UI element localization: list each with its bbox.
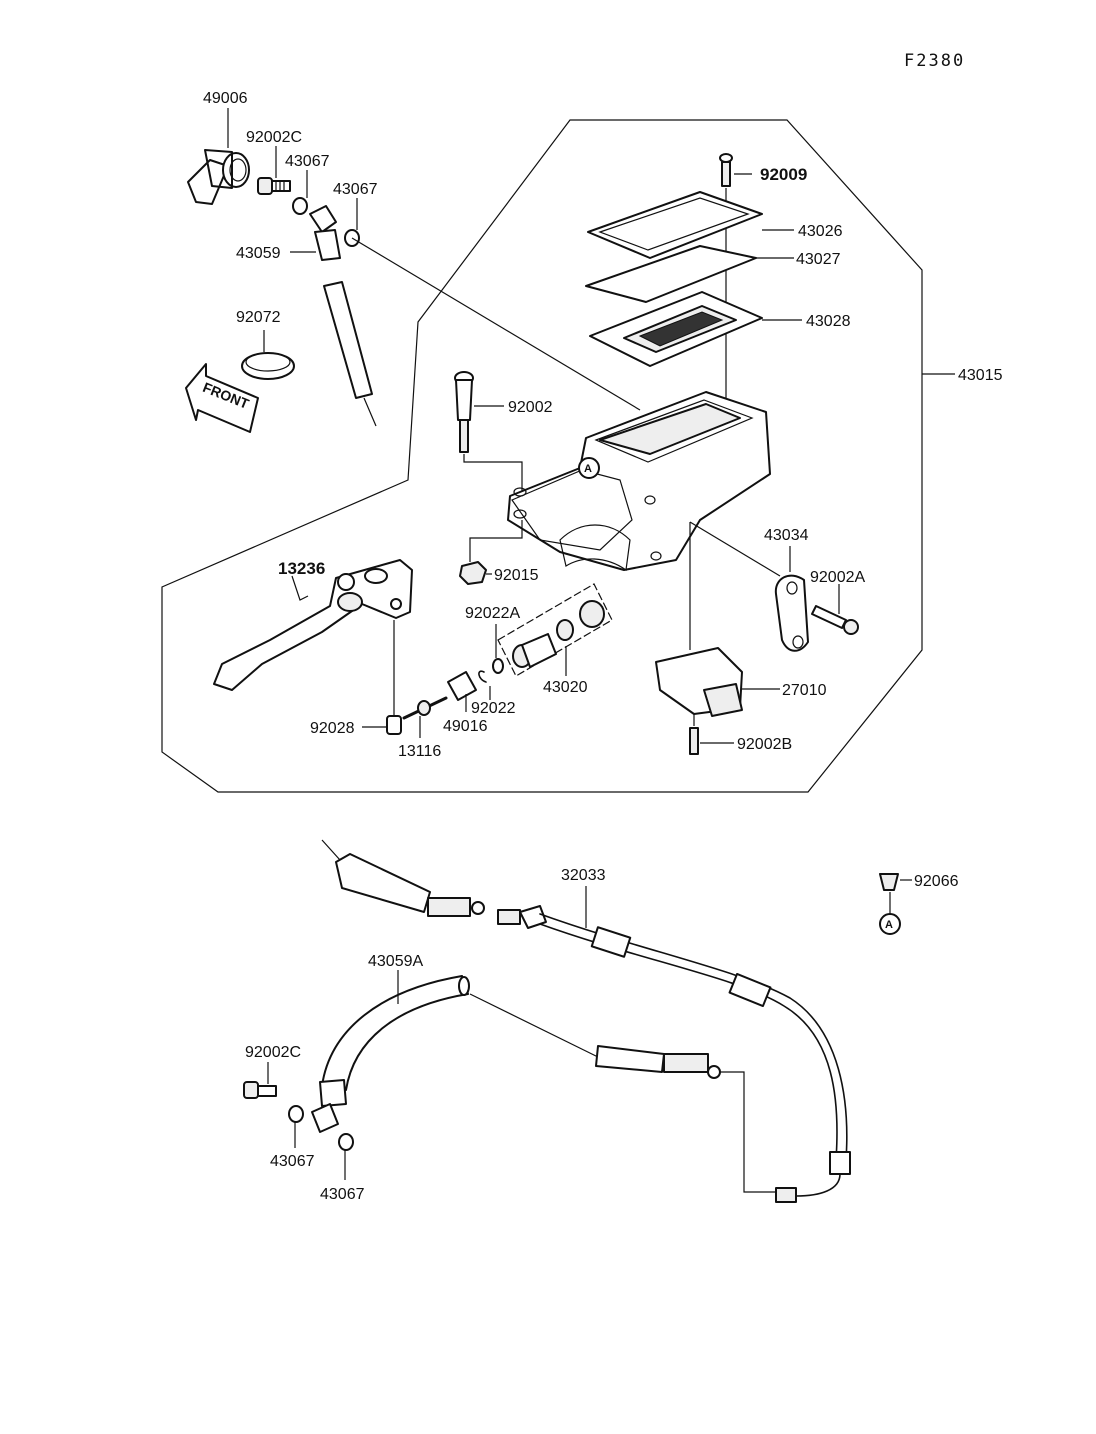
label-43020: 43020 [543, 679, 588, 696]
assembly-boundary-43015 [161, 119, 923, 793]
label-92002C-bottom: 92002C [245, 1044, 301, 1061]
part-92022-circlip [478, 670, 487, 683]
part-43059-hose [309, 205, 377, 427]
label-92015: 92015 [494, 567, 539, 584]
svg-text:A: A [584, 463, 592, 475]
figure-code: F2380 [904, 51, 965, 71]
label-27010: 27010 [782, 682, 827, 699]
label-43028: 43028 [806, 313, 851, 330]
part-92002B-screw [689, 727, 699, 755]
nut-axis-line [469, 520, 523, 562]
label-92022A: 92022A [465, 605, 520, 622]
part-92072-clip [241, 352, 295, 380]
part-13116-push-rod [402, 696, 448, 720]
part-43026-cap [587, 191, 763, 259]
label-13236: 13236 [278, 559, 325, 578]
pivot-axis-line [463, 454, 523, 492]
part-49016-boot [447, 671, 477, 701]
label-43067-top2: 43067 [333, 181, 378, 198]
label-92022: 92022 [471, 700, 516, 717]
front-arrow: FRONT [185, 363, 259, 433]
part-92002-pivot-bolt [454, 371, 474, 453]
part-92009-screw [719, 153, 733, 187]
leader-13236 [291, 575, 309, 601]
label-43027: 43027 [796, 251, 841, 268]
part-92022A-washer [492, 658, 504, 674]
reference-marker-a-top: A [578, 457, 600, 479]
part-43067-washer-1 [292, 197, 308, 215]
part-49006-cover [187, 149, 250, 205]
part-27010-switch [655, 647, 743, 717]
master-cylinder-body [507, 391, 771, 572]
label-92028: 92028 [310, 720, 355, 737]
label-49016: 49016 [443, 718, 488, 735]
part-upper-hose-end [321, 839, 485, 917]
label-32033: 32033 [561, 867, 606, 884]
banjo-axis-line [351, 237, 641, 411]
part-43059A-hose [311, 975, 776, 1193]
part-92028-collar [386, 715, 402, 735]
label-92002B: 92002B [737, 736, 792, 753]
part-92015-nut [459, 561, 487, 585]
label-43026: 43026 [798, 223, 843, 240]
label-92009: 92009 [760, 165, 807, 184]
label-43015: 43015 [958, 367, 1003, 384]
part-43020-piston-kit [497, 583, 613, 677]
label-92066: 92066 [914, 873, 959, 890]
part-43067-washer-4 [338, 1133, 354, 1151]
label-92072: 92072 [236, 309, 281, 326]
part-43067-washer-3 [288, 1105, 304, 1123]
part-43034-clamp [774, 574, 809, 652]
reference-marker-a-bottom: A [879, 913, 901, 935]
label-43059: 43059 [236, 245, 281, 262]
part-92002C-bolt [257, 177, 291, 195]
part-13236-lever [213, 559, 413, 691]
label-43034: 43034 [764, 527, 809, 544]
label-43067-bot2: 43067 [320, 1186, 365, 1203]
part-92066-cap [879, 873, 899, 891]
clamp-axis-line [689, 521, 781, 577]
part-92002C-bolt-bottom [243, 1081, 277, 1099]
label-92002: 92002 [508, 399, 553, 416]
label-43067-top1: 43067 [285, 153, 330, 170]
part-43027-plate [585, 245, 757, 303]
part-32033-cable [497, 905, 851, 1203]
label-92002C-top: 92002C [246, 129, 302, 146]
label-92002A: 92002A [810, 569, 865, 586]
part-43028-diaphragm [589, 291, 763, 367]
label-43067-bot1: 43067 [270, 1153, 315, 1170]
part-92002A-bolt [811, 605, 859, 635]
label-13116: 13116 [398, 743, 441, 760]
svg-text:A: A [885, 919, 893, 931]
label-49006: 49006 [203, 90, 248, 107]
label-43059A: 43059A [368, 953, 423, 970]
